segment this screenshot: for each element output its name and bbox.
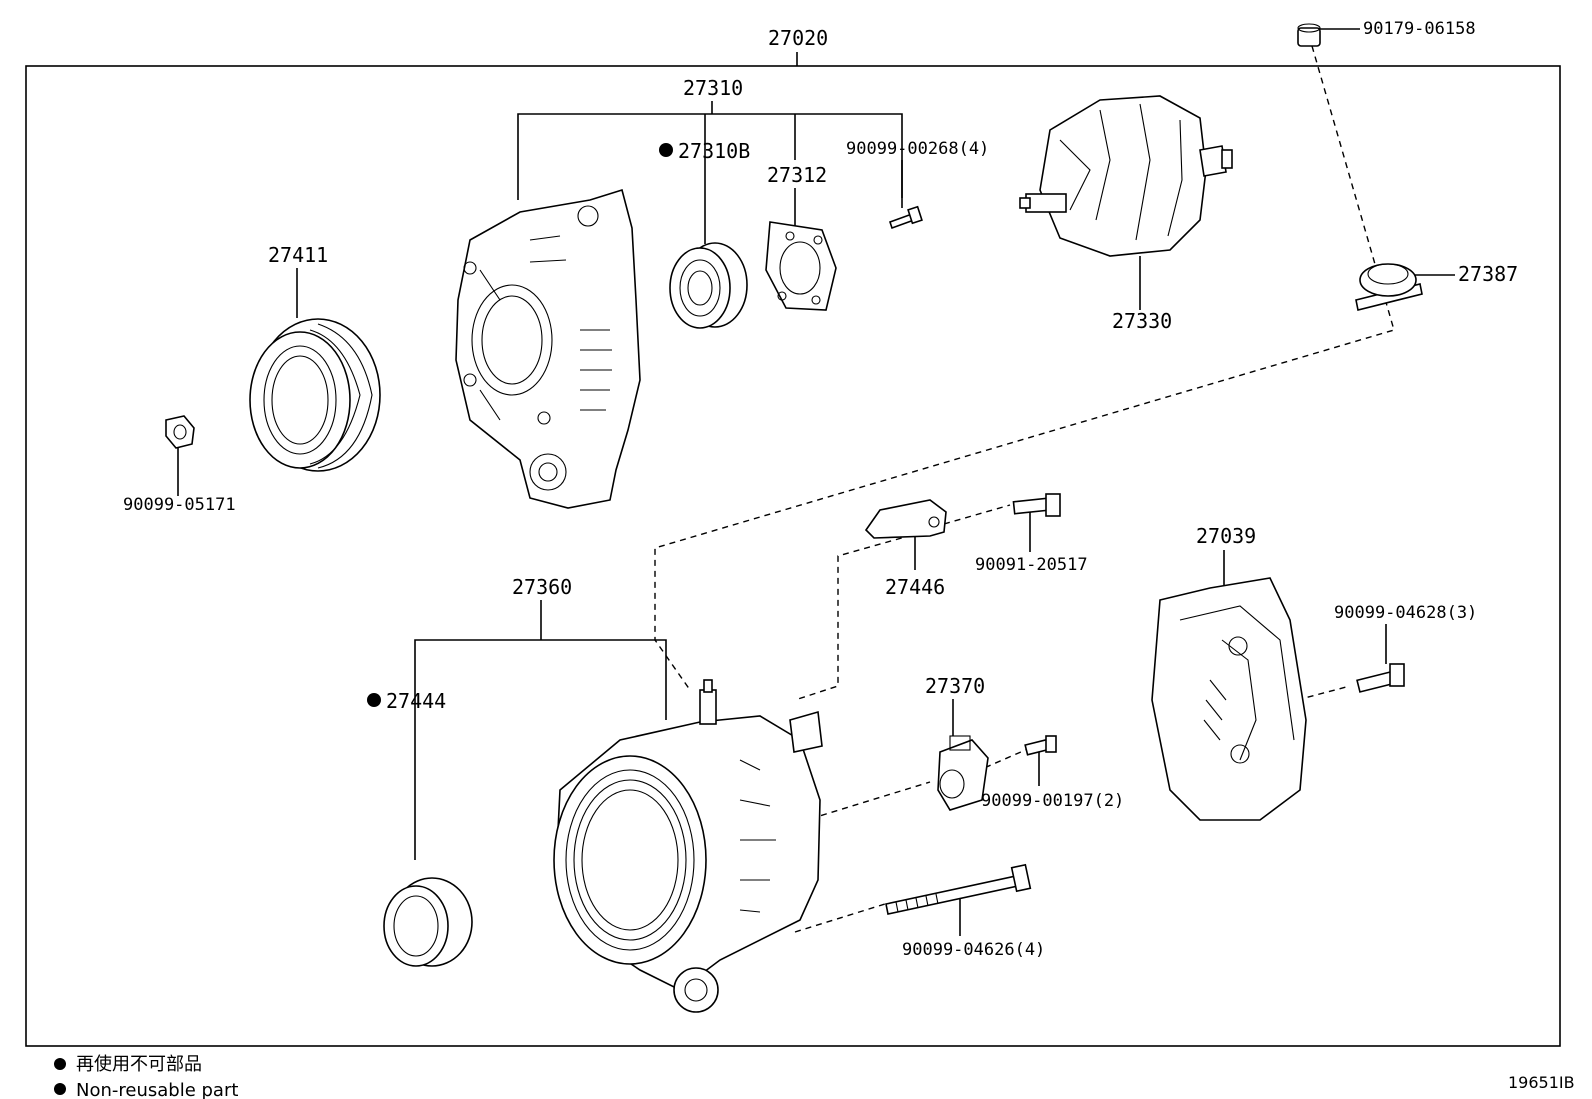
rear-cover-27039: [1151, 577, 1307, 821]
cap-90179-06158: [1297, 23, 1321, 47]
rotor-27330: [1019, 95, 1233, 257]
pulley-27411: [249, 318, 381, 472]
label-27310[interactable]: 27310: [683, 76, 743, 100]
label-27312[interactable]: 27312: [767, 163, 827, 187]
non-reusable-dot-27310B: [659, 143, 673, 157]
label-27370[interactable]: 27370: [925, 674, 985, 698]
bolt-90099-04628: [1356, 663, 1405, 693]
label-27446[interactable]: 27446: [885, 575, 945, 599]
legend-dot-jp: [54, 1058, 66, 1070]
retainer-plate-27312: [765, 221, 837, 311]
insulator-27387: [1355, 263, 1423, 311]
label-90091-20517[interactable]: 90091-20517: [975, 555, 1088, 575]
label-27360[interactable]: 27360: [512, 575, 572, 599]
bolt-90091-20517: [1012, 493, 1061, 517]
through-bolt-90099-04626: [885, 863, 1032, 915]
nut-90099-05171: [165, 415, 195, 449]
bearing-27310B: [669, 242, 748, 329]
label-90099-00268[interactable]: 90099-00268(4): [846, 139, 989, 159]
assembly-frame: [25, 65, 1561, 1047]
screw-90099-00268: [888, 205, 923, 230]
label-27020[interactable]: 27020: [768, 26, 828, 50]
label-27310B[interactable]: 27310B: [678, 139, 750, 163]
legend-non-reusable-en: Non-reusable part: [76, 1080, 238, 1099]
label-27387[interactable]: 27387: [1458, 262, 1518, 286]
terminal-27446: [864, 499, 947, 539]
brush-holder-27370: [937, 735, 989, 811]
screw-90099-00197: [1024, 735, 1057, 756]
label-27444[interactable]: 27444: [386, 689, 446, 713]
drive-end-frame-27310: [455, 188, 641, 509]
label-90099-00197[interactable]: 90099-00197(2): [981, 791, 1124, 811]
label-90099-04626[interactable]: 90099-04626(4): [902, 940, 1045, 960]
label-90099-05171[interactable]: 90099-05171: [123, 495, 236, 515]
non-reusable-dot-27444: [367, 693, 381, 707]
drawing-code: 19651IB: [1508, 1073, 1575, 1092]
legend-non-reusable-jp: 再使用不可部品: [76, 1054, 202, 1075]
label-27411[interactable]: 27411: [268, 243, 328, 267]
label-90179-06158[interactable]: 90179-06158: [1363, 19, 1476, 39]
label-27330[interactable]: 27330: [1112, 309, 1172, 333]
legend-dot-en: [54, 1083, 66, 1095]
rectifier-end-frame-27360: [553, 679, 823, 1013]
label-90099-04628[interactable]: 90099-04628(3): [1334, 603, 1477, 623]
seal-ring-27444: [383, 877, 473, 967]
label-27039[interactable]: 27039: [1196, 524, 1256, 548]
